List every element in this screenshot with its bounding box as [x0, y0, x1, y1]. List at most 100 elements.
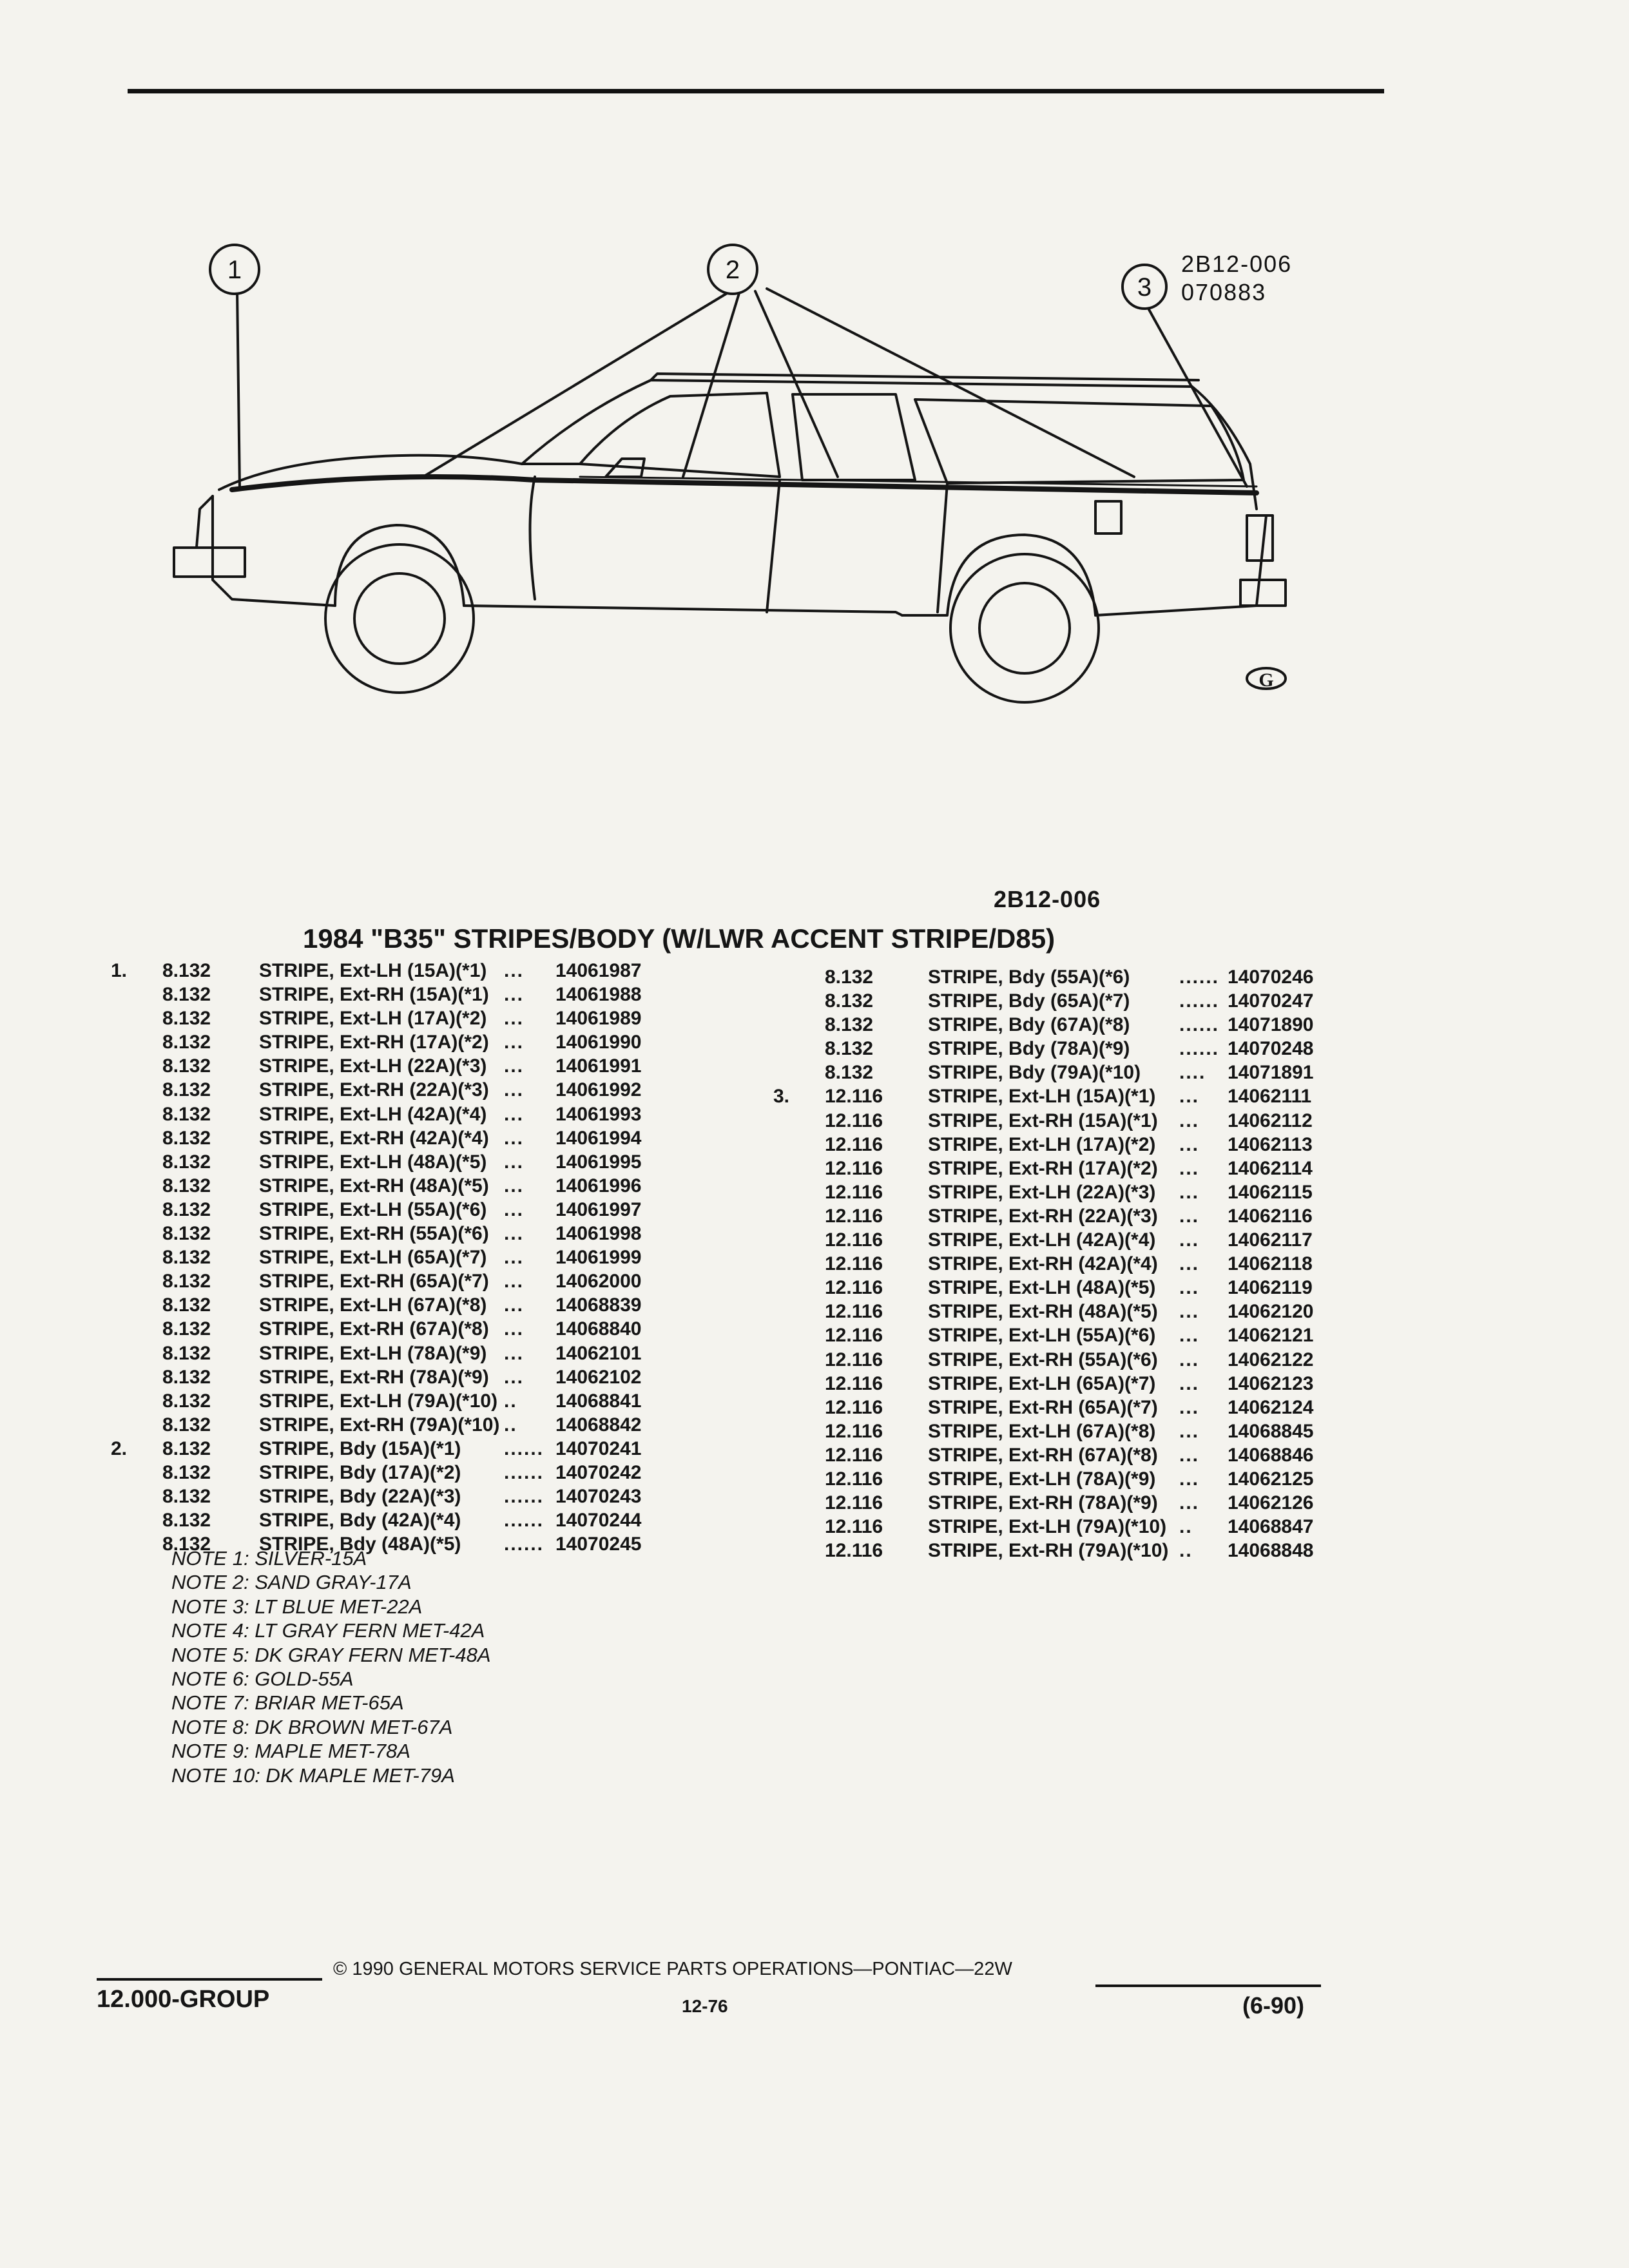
leader-dots: ... [504, 984, 525, 1006]
leader-dots: ... [1179, 1110, 1200, 1131]
group-number: 8.132 [162, 1198, 211, 1220]
leader-dots: ...... [504, 1510, 545, 1532]
leader-dots: ...... [504, 1461, 545, 1483]
group-number: 12.116 [825, 1420, 883, 1442]
group-number: 8.132 [162, 1461, 211, 1483]
leader-dots: ... [504, 1151, 525, 1173]
part-number: 14068840 [555, 1318, 642, 1340]
group-number: 8.132 [162, 1318, 211, 1340]
part-description: STRIPE, Ext-RH (67A)(*8) [259, 1318, 489, 1340]
leader-dots: ... [504, 1294, 525, 1316]
part-number: 14062113 [1228, 1133, 1313, 1155]
part-description: STRIPE, Ext-RH (65A)(*7) [259, 1271, 489, 1293]
part-description: STRIPE, Ext-RH (17A)(*2) [928, 1157, 1158, 1179]
part-description: STRIPE, Ext-RH (42A)(*4) [928, 1253, 1158, 1275]
group-number: 12.116 [825, 1540, 883, 1562]
group-number: 12.116 [825, 1253, 883, 1275]
part-number: 14061991 [555, 1055, 642, 1077]
group-number: 12.116 [825, 1396, 883, 1418]
part-description: STRIPE, Ext-LH (15A)(*1) [928, 1086, 1156, 1108]
leader-dots: ... [1179, 1325, 1200, 1347]
leader-dots: .. [1179, 1540, 1193, 1562]
group-number: 12.116 [825, 1492, 883, 1514]
leader-dots: ...... [1179, 966, 1220, 988]
color-note: NOTE 3: LT BLUE MET-22A [171, 1595, 423, 1618]
group-number: 8.132 [825, 1038, 874, 1060]
callout-1-label: 1 [227, 256, 242, 284]
callout-3-label: 3 [1137, 273, 1152, 302]
leader-dots: ... [1179, 1301, 1200, 1323]
color-note: NOTE 9: MAPLE MET-78A [171, 1740, 410, 1763]
group-number: 8.132 [162, 1032, 211, 1053]
part-number: 14070247 [1228, 990, 1314, 1012]
leader-dots: ... [1179, 1205, 1200, 1227]
part-description: STRIPE, Ext-LH (79A)(*10) [928, 1516, 1167, 1538]
gm-g-logo-icon: G [1246, 667, 1287, 691]
part-description: STRIPE, Ext-RH (48A)(*5) [259, 1175, 489, 1196]
part-number: 14061990 [555, 1032, 642, 1053]
group-number: 8.132 [162, 1533, 211, 1555]
part-description: STRIPE, Ext-RH (78A)(*9) [928, 1492, 1158, 1514]
leader-dots: ... [1179, 1157, 1200, 1179]
color-note: NOTE 5: DK GRAY FERN MET-48A [171, 1643, 491, 1666]
leader-dots: ... [1179, 1086, 1200, 1108]
group-number: 8.132 [162, 1103, 211, 1125]
part-description: STRIPE, Ext-LH (65A)(*7) [928, 1372, 1156, 1394]
part-number: 14062118 [1228, 1253, 1313, 1275]
group-number: 8.132 [162, 1414, 211, 1436]
part-description: STRIPE, Ext-RH (17A)(*2) [259, 1032, 489, 1053]
leader-dots: ... [504, 1008, 525, 1030]
part-description: STRIPE, Bdy (65A)(*7) [928, 990, 1130, 1012]
group-number: 8.132 [162, 960, 211, 981]
group-number: 12.116 [825, 1205, 883, 1227]
leader-dots: ... [1179, 1253, 1200, 1275]
leader-dots: ... [504, 1032, 525, 1053]
group-number: 8.132 [162, 1151, 211, 1173]
part-number: 14062000 [555, 1271, 642, 1293]
part-number: 14062112 [1228, 1110, 1313, 1131]
part-description: STRIPE, Ext-LH (48A)(*5) [928, 1277, 1156, 1299]
part-number: 14062102 [555, 1366, 642, 1388]
leader-dots: ... [1179, 1181, 1200, 1203]
part-description: STRIPE, Ext-LH (78A)(*9) [928, 1468, 1156, 1490]
ref-number: 1. [111, 960, 128, 981]
part-number: 14062126 [1228, 1492, 1314, 1514]
part-description: STRIPE, Ext-RH (65A)(*7) [928, 1396, 1158, 1418]
part-number: 14062120 [1228, 1301, 1314, 1323]
part-description: STRIPE, Ext-LH (42A)(*4) [928, 1229, 1156, 1251]
figure-code-heading: 2B12-006 [994, 886, 1101, 912]
leader-dots: ...... [504, 1437, 545, 1459]
group-number: 12.116 [825, 1157, 883, 1179]
part-description: STRIPE, Ext-LH (42A)(*4) [259, 1103, 487, 1125]
leader-dots: ... [504, 1198, 525, 1220]
group-number: 8.132 [162, 1127, 211, 1149]
part-number: 14061996 [555, 1175, 642, 1196]
part-number: 14070242 [555, 1461, 642, 1483]
group-number: 8.132 [162, 984, 211, 1006]
part-number: 14062111 [1228, 1086, 1312, 1108]
footer-rule-right [1095, 1984, 1321, 1987]
part-number: 14062124 [1228, 1396, 1314, 1418]
callout-3: 3 [1121, 264, 1168, 310]
part-description: STRIPE, Ext-LH (55A)(*6) [259, 1198, 487, 1220]
group-number: 8.132 [162, 1342, 211, 1364]
part-description: STRIPE, Ext-RH (79A)(*10) [928, 1540, 1169, 1562]
group-number: 12.116 [825, 1468, 883, 1490]
part-number: 14068848 [1228, 1540, 1314, 1562]
